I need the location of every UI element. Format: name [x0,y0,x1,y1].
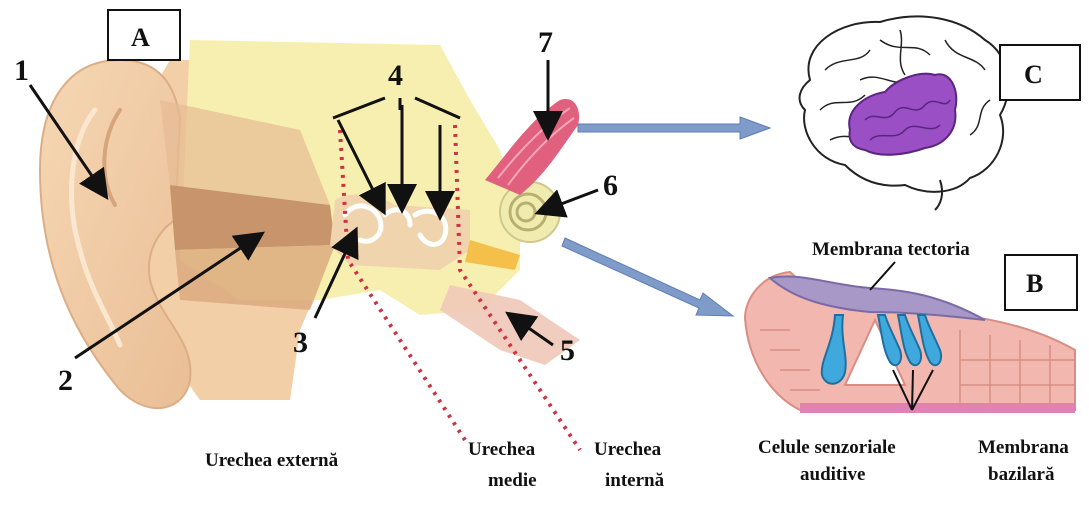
ear-canal-lower-wall [175,245,335,310]
eustachian-tube [440,285,580,365]
brain-illustration [800,16,1009,210]
panel-c-label: C [1024,60,1043,89]
label-7: 7 [538,26,553,59]
basilar-label-1: Membrana [978,437,1069,458]
panel-arrows [562,117,770,316]
region-middle-label-2: medie [488,470,537,491]
label-3: 3 [293,326,308,359]
basilar-label-2: bazilară [988,464,1055,485]
hair-cells-label-1: Celule senzoriale [758,437,896,458]
tectorial-membrane-label: Membrana tectoria [812,239,970,260]
panel-b-label: B [1026,269,1043,298]
label-1: 1 [14,54,29,87]
label-2: 2 [58,364,73,397]
auditory-nerve [485,99,579,195]
label-5: 5 [560,334,575,367]
label-4: 4 [388,59,403,92]
region-middle-label-1: Urechea [468,439,536,460]
tectorial-leader [870,262,895,290]
ear-illustration [40,40,580,408]
region-external-label: Urechea externă [205,450,339,471]
panel-a-label: A [131,23,150,52]
basilar-membrane [800,403,1075,413]
region-internal-label-1: Urechea [594,439,662,460]
arrow-to-b [562,238,733,316]
hair-cells-label-2: auditive [800,464,865,485]
region-internal-label-2: internă [605,470,665,491]
arrow-to-c [578,117,770,139]
label-6: 6 [603,169,618,202]
